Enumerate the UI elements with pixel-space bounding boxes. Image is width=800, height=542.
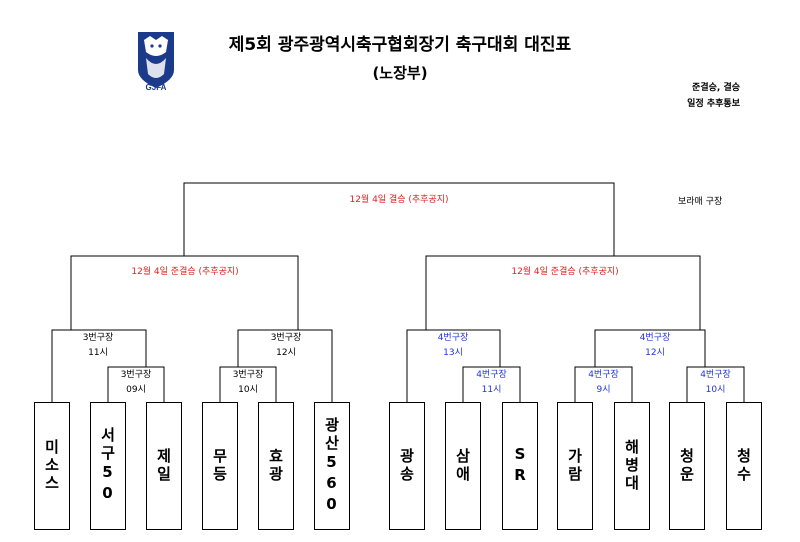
team-box: 서구50	[90, 402, 126, 530]
gjfa-logo: GJFA	[138, 32, 174, 92]
team-name: 무등	[210, 448, 229, 484]
page-subtitle: (노장부)	[372, 64, 428, 82]
team-name: 제일	[154, 448, 173, 484]
team-name: 청수	[734, 448, 753, 484]
team-box: 제일	[146, 402, 182, 530]
team-box: 삼애	[445, 402, 481, 530]
team-box: SR	[502, 402, 538, 530]
final-label: 12월 4일 결승 (추후공지)	[349, 195, 449, 205]
team-box: 광송	[389, 402, 425, 530]
team-box: 해병대	[614, 402, 650, 530]
team-box: 가람	[557, 402, 593, 530]
team-box: 미소스	[34, 402, 70, 530]
team-name: 해병대	[622, 439, 641, 493]
team-name: 미소스	[42, 439, 61, 493]
team-box: 광산560	[314, 402, 350, 530]
final-venue: 보라매 구장	[678, 197, 723, 207]
logo-text: GJFA	[146, 83, 167, 92]
team-name: 청운	[677, 448, 696, 484]
team-box: 효광	[258, 402, 294, 530]
team-box: 청수	[726, 402, 762, 530]
page-title: 제5회 광주광역시축구협회장기 축구대회 대진표	[228, 35, 572, 55]
semifinal-right-label: 12월 4일 준결승 (추후공지)	[511, 267, 619, 277]
team-name: 광산560	[322, 416, 341, 516]
team-box: 무등	[202, 402, 238, 530]
team-box: 청운	[669, 402, 705, 530]
team-name: 가람	[565, 448, 584, 484]
team-name: SR	[511, 445, 529, 487]
team-name: 광송	[397, 448, 416, 484]
schedule-note-line1: 준결승, 결승	[692, 83, 740, 93]
team-name: 삼애	[453, 448, 472, 484]
team-name: 효광	[266, 448, 285, 484]
team-name: 서구50	[98, 427, 117, 505]
schedule-note-line2: 일정 추후통보	[687, 99, 740, 109]
semifinal-left-label: 12월 4일 준결승 (추후공지)	[131, 267, 239, 277]
